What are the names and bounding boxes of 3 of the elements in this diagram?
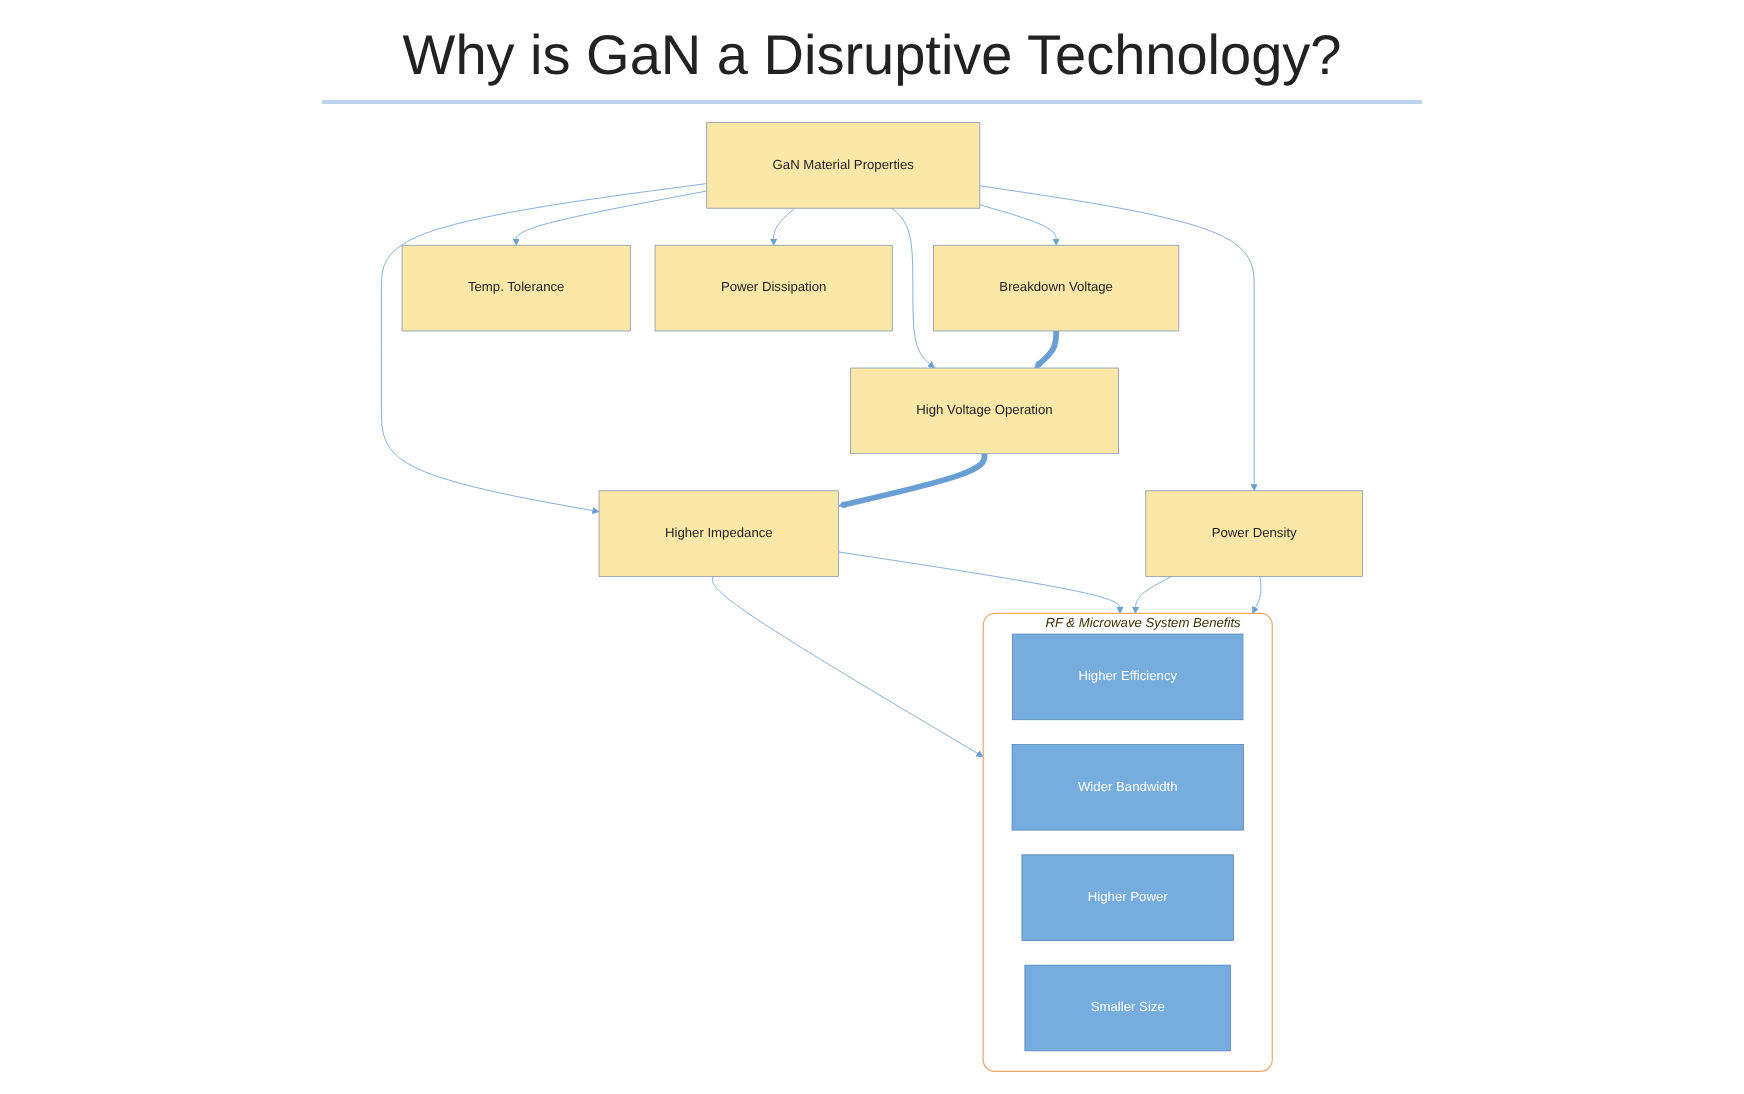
diagram-title: Why is GaN a Disruptive Technology? (322, 24, 1422, 104)
arrow (1034, 330, 1059, 369)
arrow (838, 453, 988, 508)
